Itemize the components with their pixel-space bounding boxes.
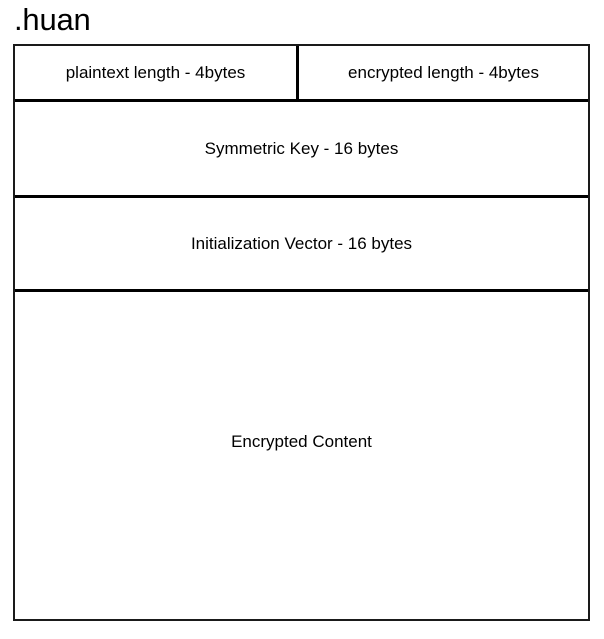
cell-symmetric-key: Symmetric Key - 16 bytes (15, 102, 588, 195)
cell-initialization-vector: Initialization Vector - 16 bytes (15, 198, 588, 289)
cell-plaintext-length: plaintext length - 4bytes (15, 46, 299, 99)
table-row: Initialization Vector - 16 bytes (15, 198, 588, 292)
page-title: .huan (14, 2, 91, 37)
cell-label: Symmetric Key - 16 bytes (204, 138, 399, 158)
table-row: Encrypted Content (15, 292, 588, 619)
cell-label: encrypted length - 4bytes (348, 62, 539, 82)
structure-table: plaintext length - 4bytes encrypted leng… (13, 44, 590, 621)
table-row: Symmetric Key - 16 bytes (15, 102, 588, 198)
cell-label: Initialization Vector - 16 bytes (190, 233, 413, 253)
cell-label: plaintext length - 4bytes (65, 62, 246, 82)
cell-label: Encrypted Content (231, 431, 372, 451)
cell-encrypted-content: Encrypted Content (15, 292, 588, 619)
cell-encrypted-length: encrypted length - 4bytes (299, 46, 588, 99)
table-row: plaintext length - 4bytes encrypted leng… (15, 46, 588, 102)
